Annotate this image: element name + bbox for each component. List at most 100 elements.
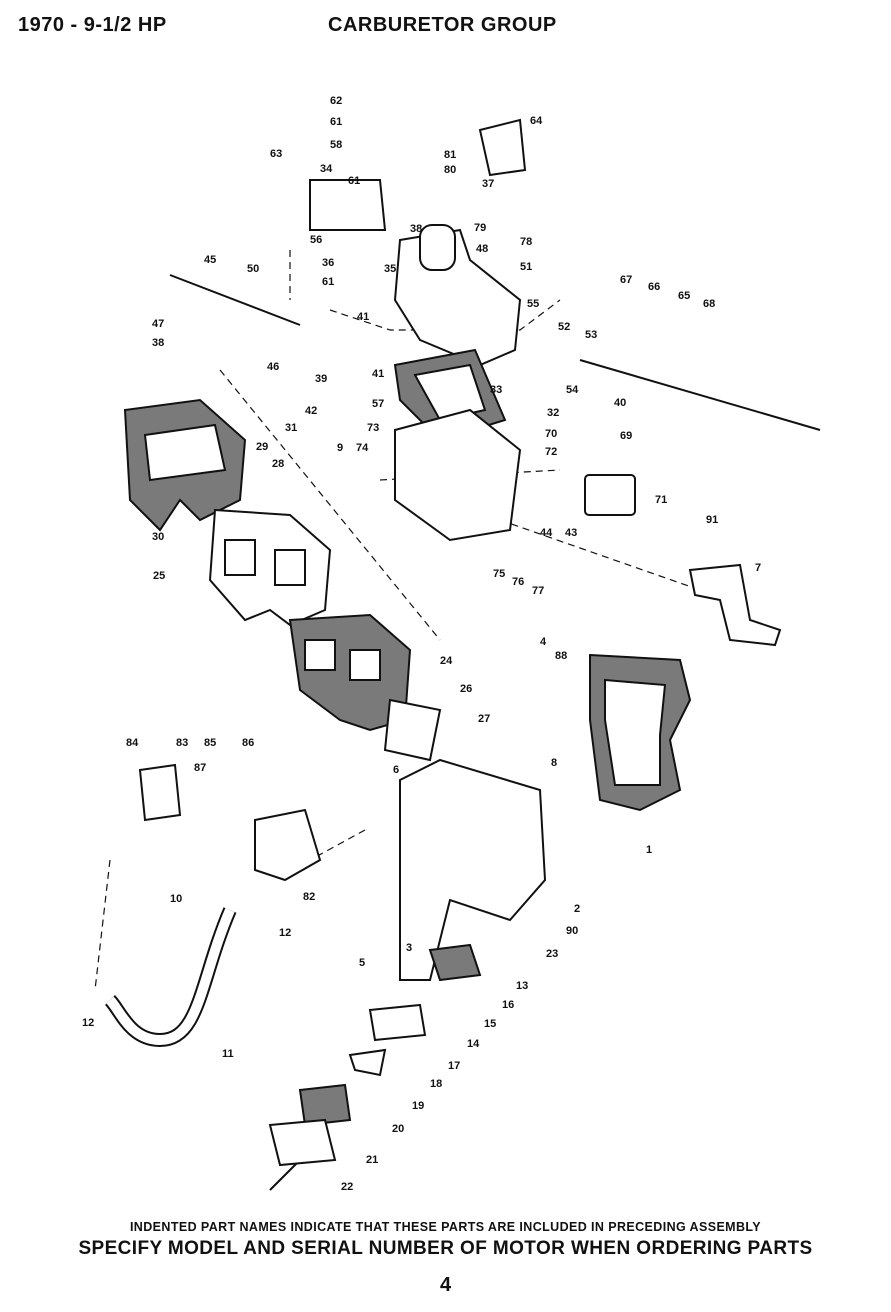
- fuel-pump-82: [254, 808, 322, 882]
- callout: 13: [516, 980, 528, 992]
- exploded-view-diagram: 62 61 58 64 81 80 37 63 34 61 38 79 48 7…: [82, 95, 821, 1193]
- filter-71: [584, 474, 636, 516]
- callout: 48: [476, 243, 488, 255]
- callout: 41: [372, 368, 384, 380]
- intake-manifold: [399, 758, 547, 981]
- header-model: 1970 - 9-1/2 HP: [18, 14, 167, 36]
- callout: 22: [341, 1181, 353, 1193]
- callout: 86: [242, 737, 254, 749]
- callout: 32: [547, 407, 559, 419]
- callout: 62: [330, 95, 342, 107]
- callout: 4: [540, 636, 547, 648]
- reed-block-26: [383, 698, 442, 762]
- cover-21: [268, 1118, 337, 1167]
- callout: 61: [348, 175, 360, 187]
- callout: 50: [247, 263, 259, 275]
- callout: 51: [520, 261, 532, 273]
- callout: 41: [357, 311, 369, 323]
- callout: 61: [330, 116, 342, 128]
- callout: 30: [152, 531, 164, 543]
- callout: 29: [256, 441, 268, 453]
- callout: 45: [204, 254, 216, 266]
- callout: 6: [393, 764, 399, 776]
- callout: 34: [320, 163, 333, 175]
- callout: 58: [330, 139, 342, 151]
- callout: 91: [706, 514, 718, 526]
- callout: 24: [440, 655, 453, 667]
- callout: 83: [176, 737, 188, 749]
- callout: 65: [678, 290, 690, 302]
- callout: 52: [558, 321, 570, 333]
- callout: 76: [512, 576, 524, 588]
- callout: 16: [502, 999, 514, 1011]
- filter-64: [478, 118, 527, 177]
- callout: 9: [337, 442, 343, 454]
- callout: 87: [194, 762, 206, 774]
- screw-22: [269, 1159, 301, 1191]
- callout: 70: [545, 428, 557, 440]
- link-45: [169, 274, 301, 326]
- carburetor-body: [309, 179, 522, 367]
- callout: 17: [448, 1060, 460, 1072]
- callout-labels: 62 61 58 64 81 80 37 63 34 61 38 79 48 7…: [82, 95, 761, 1193]
- callout: 33: [490, 384, 502, 396]
- callout: 84: [126, 737, 139, 749]
- callout: 38: [410, 223, 422, 235]
- callout: 66: [648, 281, 660, 293]
- callout: 55: [527, 298, 539, 310]
- callout: 10: [170, 893, 182, 905]
- callout: 77: [532, 585, 544, 597]
- callout: 72: [545, 446, 557, 458]
- callout: 61: [322, 276, 334, 288]
- callout: 37: [482, 178, 494, 190]
- gasket-20: [298, 1083, 352, 1127]
- callout: 42: [305, 405, 317, 417]
- callout: 80: [444, 164, 456, 176]
- callout: 64: [530, 115, 543, 127]
- callout: 23: [546, 948, 558, 960]
- callout: 1: [646, 844, 652, 856]
- callout: 71: [655, 494, 667, 506]
- callout: 15: [484, 1018, 496, 1030]
- callout: 35: [384, 263, 396, 275]
- callout: 12: [279, 927, 291, 939]
- callout: 25: [153, 570, 165, 582]
- assembly-note: INDENTED PART NAMES INDICATE THAT THESE …: [129, 1220, 762, 1234]
- page-title: CARBURETOR GROUP: [328, 14, 557, 36]
- callout: 11: [222, 1048, 234, 1060]
- callout: 56: [310, 234, 322, 246]
- callout: 26: [460, 683, 472, 695]
- callout: 27: [478, 713, 490, 725]
- callout: 69: [620, 430, 632, 442]
- callout: 38: [152, 337, 164, 349]
- callout: 78: [520, 236, 532, 248]
- dashed-guide-lines: [94, 250, 701, 991]
- callout: 44: [540, 527, 553, 539]
- callout: 40: [614, 397, 626, 409]
- callout: 47: [152, 318, 164, 330]
- callout: 7: [755, 562, 761, 574]
- float-bowl: [394, 408, 522, 542]
- page-number: 4: [439, 1274, 452, 1296]
- callout: 75: [493, 568, 505, 580]
- callout: 54: [566, 384, 579, 396]
- callout: 31: [285, 422, 297, 434]
- callout: 79: [474, 222, 486, 234]
- callout: 20: [392, 1123, 404, 1135]
- callout: 18: [430, 1078, 442, 1090]
- plate-14: [368, 1003, 427, 1042]
- callout: 90: [566, 925, 578, 937]
- reed-17: [348, 1048, 387, 1077]
- callout: 57: [372, 398, 384, 410]
- callout: 67: [620, 274, 632, 286]
- callout: 53: [585, 329, 597, 341]
- callout: 85: [204, 737, 216, 749]
- callout: 28: [272, 458, 284, 470]
- bracket-7: [688, 563, 782, 647]
- callout: 5: [359, 957, 365, 969]
- callout: 82: [303, 891, 315, 903]
- callout: 12: [82, 1017, 94, 1029]
- shaft-40: [579, 359, 821, 431]
- callout: 8: [551, 757, 557, 769]
- callout: 63: [270, 148, 282, 160]
